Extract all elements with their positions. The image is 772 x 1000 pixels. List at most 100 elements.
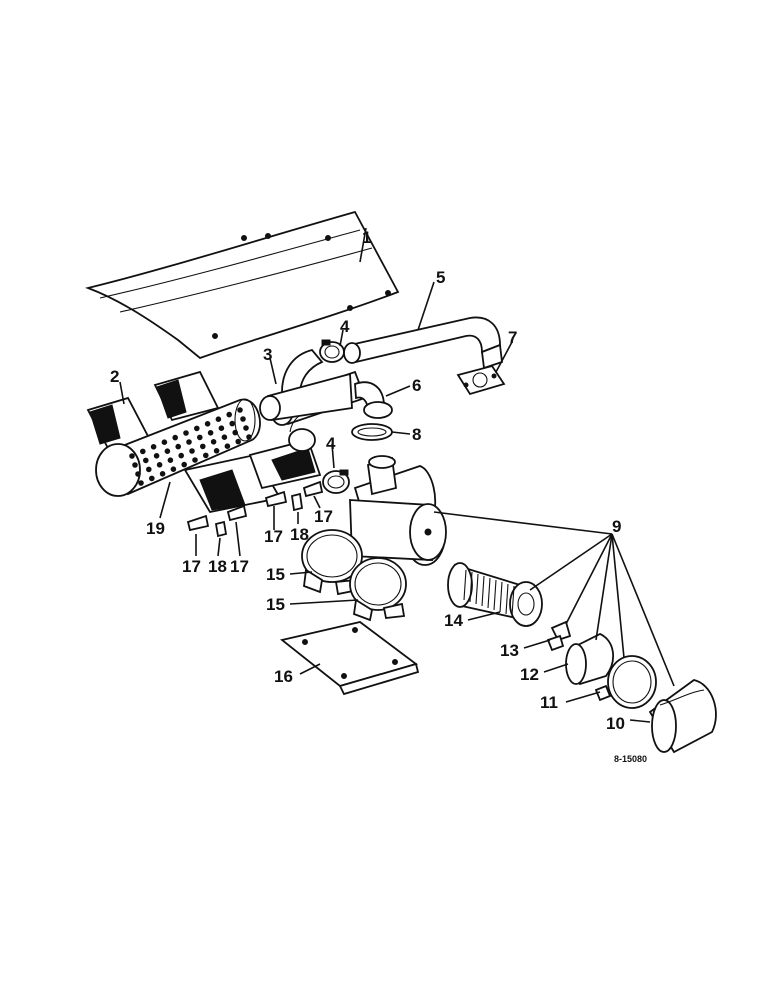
perforation-hole xyxy=(172,434,178,441)
perforation-hole xyxy=(189,448,195,454)
perforation-hole xyxy=(143,457,149,464)
part-12-cup xyxy=(565,633,614,686)
perforation-hole xyxy=(210,439,217,445)
leader-lines xyxy=(119,227,675,723)
callout-17-d: 17 xyxy=(314,507,333,526)
part-8-clamp xyxy=(351,423,393,441)
part-17-clip-c xyxy=(264,490,288,508)
part-17-clip-a xyxy=(186,514,210,532)
part-19-perforated-screen xyxy=(95,398,261,497)
part-10-dust-cup xyxy=(648,679,717,754)
perforation-hole xyxy=(178,452,184,459)
perforation-hole xyxy=(170,466,177,473)
perforation-hole xyxy=(140,448,146,455)
part-13-wing-nut xyxy=(546,620,572,652)
callout-3: 3 xyxy=(263,345,272,364)
callout-5: 5 xyxy=(436,268,445,287)
perforation-hole xyxy=(181,461,187,468)
part-6-elbow xyxy=(259,372,393,422)
part-15-band-lower xyxy=(349,557,407,622)
perforation-hole xyxy=(161,439,168,446)
part-5-intake-pipe xyxy=(343,316,503,370)
filter-pleat xyxy=(505,583,509,615)
part-17-clip-d xyxy=(302,480,324,498)
part-9-air-cleaner-body xyxy=(349,455,447,566)
callout-7: 7 xyxy=(508,328,517,347)
callout-9: 9 xyxy=(612,517,621,536)
perforation-hole xyxy=(159,471,166,477)
callout-labels: 1 2 3 4 4 5 6 7 8 9 10 11 12 13 14 15 15… xyxy=(110,228,625,733)
perforation-pattern xyxy=(129,407,252,486)
callout-4-lower: 4 xyxy=(326,434,336,453)
callout-16: 16 xyxy=(274,667,293,686)
perforation-hole xyxy=(200,443,206,450)
perforation-hole xyxy=(146,466,152,473)
perforation-hole xyxy=(183,430,189,436)
perforation-hole xyxy=(218,425,225,432)
perforation-hole xyxy=(153,453,160,459)
perforation-hole xyxy=(213,448,220,454)
perforation-hole xyxy=(135,471,141,477)
callout-17-c: 17 xyxy=(264,527,283,546)
filter-pleat xyxy=(487,577,491,609)
callout-8: 8 xyxy=(412,425,421,444)
filter-pleats xyxy=(463,569,515,617)
perforation-hole xyxy=(129,453,135,459)
perforation-hole xyxy=(224,443,231,450)
part-7-gasket xyxy=(456,364,506,396)
part-4-clamp-upper xyxy=(319,339,345,363)
filter-pleat xyxy=(469,571,473,603)
part-1-hood-shield xyxy=(84,210,400,360)
perforation-hole xyxy=(226,411,232,418)
callout-1: 1 xyxy=(362,228,371,247)
part-11-clamp-ring xyxy=(594,655,657,709)
perforation-hole xyxy=(240,416,246,422)
callout-6: 6 xyxy=(412,376,421,395)
perforation-hole xyxy=(186,439,192,445)
filter-pleat xyxy=(499,581,503,613)
perforation-hole xyxy=(215,416,222,423)
perforation-hole xyxy=(221,434,228,441)
part-18-retainer-b xyxy=(290,492,304,512)
perforation-hole xyxy=(237,407,243,413)
perforation-hole xyxy=(194,425,200,432)
callout-15-lower: 15 xyxy=(266,595,285,614)
part-18-retainer-a xyxy=(214,520,228,538)
part-4-clamp-lower xyxy=(322,469,350,494)
perforation-hole xyxy=(235,438,241,445)
callout-19: 19 xyxy=(146,519,165,538)
callout-18-a: 18 xyxy=(208,557,227,576)
callout-17-b: 17 xyxy=(230,557,249,576)
filter-pleat xyxy=(493,579,497,611)
perforation-hole xyxy=(232,429,238,436)
callout-10: 10 xyxy=(606,714,625,733)
perforation-hole xyxy=(197,434,203,441)
filter-pleat xyxy=(481,575,485,607)
perforation-hole xyxy=(150,444,157,450)
part-14-filter-element xyxy=(447,562,543,627)
perforation-hole xyxy=(149,475,155,482)
perforation-hole xyxy=(246,434,252,440)
perforation-hole xyxy=(156,462,163,468)
filter-pleat xyxy=(463,569,467,601)
part-16-mounting-plate xyxy=(279,621,420,696)
reference-code: 8-15080 xyxy=(614,754,647,764)
callout-4-upper: 4 xyxy=(340,317,350,336)
callout-18-b: 18 xyxy=(290,525,309,544)
perforation-hole xyxy=(175,443,181,450)
perforation-hole xyxy=(207,430,214,436)
perforation-hole xyxy=(204,421,211,427)
callout-2: 2 xyxy=(110,367,119,386)
perforation-hole xyxy=(164,448,171,455)
perforation-hole xyxy=(192,457,198,463)
callout-14: 14 xyxy=(444,611,463,630)
perforation-hole xyxy=(132,462,138,468)
callout-17-a: 17 xyxy=(182,557,201,576)
part-17-clip-b xyxy=(226,504,248,522)
filter-pleat xyxy=(475,573,479,605)
callout-15-upper: 15 xyxy=(266,565,285,584)
perforation-hole xyxy=(138,480,144,486)
perforation-hole xyxy=(167,457,174,464)
filter-pleat xyxy=(511,585,515,617)
